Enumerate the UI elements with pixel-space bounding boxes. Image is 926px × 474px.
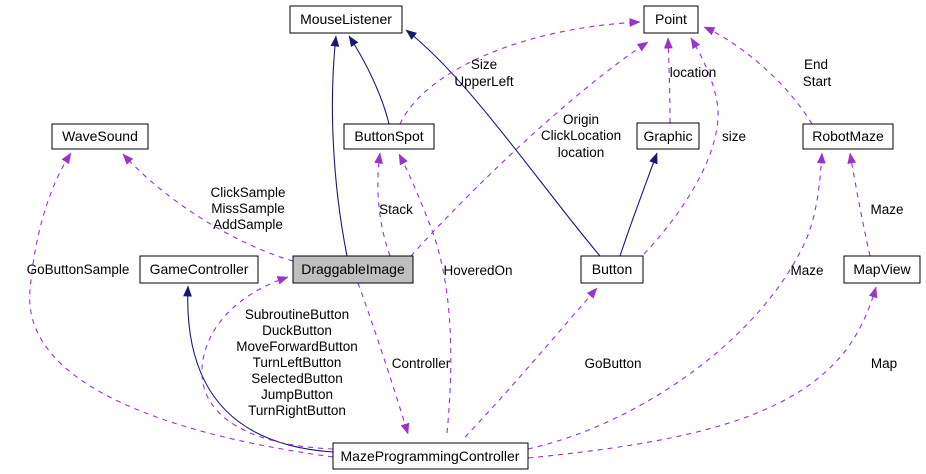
node-mapview[interactable]: MapView [843,255,921,284]
edge-location-to-point [663,37,673,124]
edge-label-origin-clicklocation: Origin ClickLocation location [541,112,621,160]
svg-text:TurnLeftButton: TurnLeftButton [253,355,342,370]
node-mouselistener-label[interactable]: MouseListener [300,11,392,27]
edge-label-gobuttonsample: GoButtonSample [27,262,130,277]
edge-label-map: Map [871,356,897,371]
node-graphic-label[interactable]: Graphic [643,128,692,144]
svg-text:MoveForwardButton: MoveForwardButton [236,339,358,354]
svg-text:MissSample: MissSample [211,201,285,216]
node-mouselistener[interactable]: MouseListener [289,5,403,34]
node-robotmaze[interactable]: RobotMaze [802,123,894,150]
edge-origin-to-point [410,41,649,257]
edge-stack-to-buttonspot [374,152,391,257]
node-wavesound[interactable]: WaveSound [51,123,149,150]
edge-controller-to-mazeprogrammingcontroller [357,282,410,435]
node-draggableimage-label[interactable]: DraggableImage [301,261,405,277]
svg-text:ClickSample: ClickSample [210,185,285,200]
node-buttonspot[interactable]: ButtonSpot [343,123,435,150]
node-mazeprogrammingcontroller-box[interactable] [332,442,529,470]
node-buttonspot-label[interactable]: ButtonSpot [354,128,423,144]
node-robotmaze-label[interactable]: RobotMaze [812,128,884,144]
edge-button-to-graphic [619,152,658,257]
edge-draggableimage-to-mouselistener [330,35,348,257]
svg-text:SubroutineButton: SubroutineButton [245,307,349,322]
node-robotmaze-box[interactable] [802,123,894,150]
node-graphic-box[interactable] [636,122,700,150]
inheritance-edges [183,29,658,453]
node-mouselistener-box[interactable] [289,5,403,34]
edge-maze-mapview-to-robotmaze [847,152,871,257]
edge-label-location-graphic: location [670,65,717,80]
svg-text:JumpButton: JumpButton [261,387,333,402]
usage-edges [29,18,878,459]
node-button-label[interactable]: Button [592,261,632,277]
edge-mazeprogrammingcontroller-to-gamecontroller [183,285,334,453]
edge-endstart-to-point [703,26,813,125]
svg-text:TurnRightButton: TurnRightButton [248,403,346,418]
edge-map-to-mapview [527,286,878,459]
node-point[interactable]: Point [643,5,699,34]
svg-text:End: End [804,57,828,72]
node-point-label[interactable]: Point [655,11,687,27]
svg-text:SelectedButton: SelectedButton [251,371,343,386]
node-mapview-label[interactable]: MapView [853,261,911,277]
edge-sizeupperleft-to-point [399,18,641,125]
class-nodes: MouseListener Point WaveSound ButtonSpot… [51,5,921,470]
edge-gobutton-to-button [464,287,598,438]
node-gamecontroller[interactable]: GameController [139,255,259,284]
edge-hoveredon-to-buttonspot [398,153,452,434]
edge-label-size-upperleft: Size UpperLeft [454,57,514,89]
node-mapview-box[interactable] [843,255,921,284]
edge-size-to-point [643,37,719,255]
edge-label-controller: Controller [392,356,451,371]
svg-text:Size: Size [471,57,497,72]
node-button-box[interactable] [580,255,644,284]
svg-text:location: location [558,145,605,160]
edge-label-buttons: SubroutineButton DuckButton MoveForwardB… [236,307,358,418]
svg-text:UpperLeft: UpperLeft [454,74,514,89]
node-graphic[interactable]: Graphic [636,122,700,150]
node-mazeprogrammingcontroller[interactable]: MazeProgrammingController [332,442,529,470]
edge-label-hoveredon: HoveredOn [443,263,512,278]
node-draggableimage[interactable]: DraggableImage [292,255,414,284]
node-wavesound-label[interactable]: WaveSound [62,128,138,144]
node-draggableimage-box[interactable] [292,255,414,284]
svg-text:ClickLocation: ClickLocation [541,128,621,143]
edge-buttonspot-to-mouselistener [348,35,390,125]
node-wavesound-box[interactable] [51,123,149,150]
svg-text:AddSample: AddSample [213,217,283,232]
svg-text:Start: Start [803,74,832,89]
node-gamecontroller-box[interactable] [139,255,259,284]
edge-label-size-button: size [722,129,746,144]
edge-label-stack: Stack [379,202,413,217]
edge-label-samples: ClickSample MissSample AddSample [210,185,285,232]
node-gamecontroller-label[interactable]: GameController [150,261,249,277]
svg-text:Origin: Origin [563,112,599,127]
edge-labels: ClickSample MissSample AddSample Stack S… [27,57,904,418]
node-mazeprogrammingcontroller-label[interactable]: MazeProgrammingController [341,448,520,464]
node-buttonspot-box[interactable] [343,123,435,150]
node-button[interactable]: Button [580,255,644,284]
svg-text:DuckButton: DuckButton [262,323,332,338]
edge-label-maze-controller: Maze [790,263,823,278]
edge-samples-to-wavesound [122,153,294,262]
node-point-box[interactable] [643,5,699,34]
edge-label-end-start: End Start [803,57,832,89]
edge-maze-controller-to-robotmaze [527,152,826,450]
edge-buttons-to-draggableimage [201,276,334,450]
edge-label-gobutton: GoButton [584,356,641,371]
edge-label-maze-mapview: Maze [870,202,903,217]
edge-button-to-mouselistener [405,29,601,257]
